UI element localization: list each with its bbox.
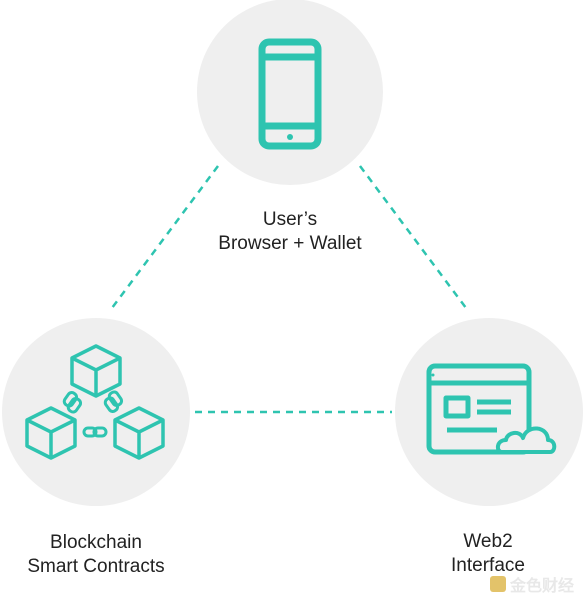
chain-link-left bbox=[62, 391, 83, 414]
chain-link-right bbox=[103, 390, 124, 413]
cube-left bbox=[25, 406, 77, 460]
watermark: 金色财经 bbox=[489, 572, 574, 596]
chain-link-bottom bbox=[82, 426, 108, 438]
node-label-web2-interface: Web2 Interface bbox=[451, 531, 525, 576]
watermark-logo-icon bbox=[489, 576, 506, 592]
node-circle-left bbox=[2, 318, 190, 506]
node-circle-top bbox=[197, 0, 383, 185]
connector-top-left bbox=[110, 165, 220, 309]
smartphone-icon bbox=[258, 38, 322, 150]
cube-right bbox=[113, 406, 165, 460]
watermark-text: 金色财经 bbox=[509, 578, 574, 595]
cube-top bbox=[70, 344, 122, 398]
blockchain-cubes-icon bbox=[25, 344, 165, 460]
browser-window-cloud-icon bbox=[426, 363, 557, 455]
node-label-blockchain-smart-contracts: Blockchain Smart Contracts bbox=[27, 532, 165, 577]
cloud-icon bbox=[495, 426, 557, 454]
node-label-user-browser-wallet: User’s Browser + Wallet bbox=[218, 209, 362, 254]
connector-top-right bbox=[358, 165, 468, 309]
